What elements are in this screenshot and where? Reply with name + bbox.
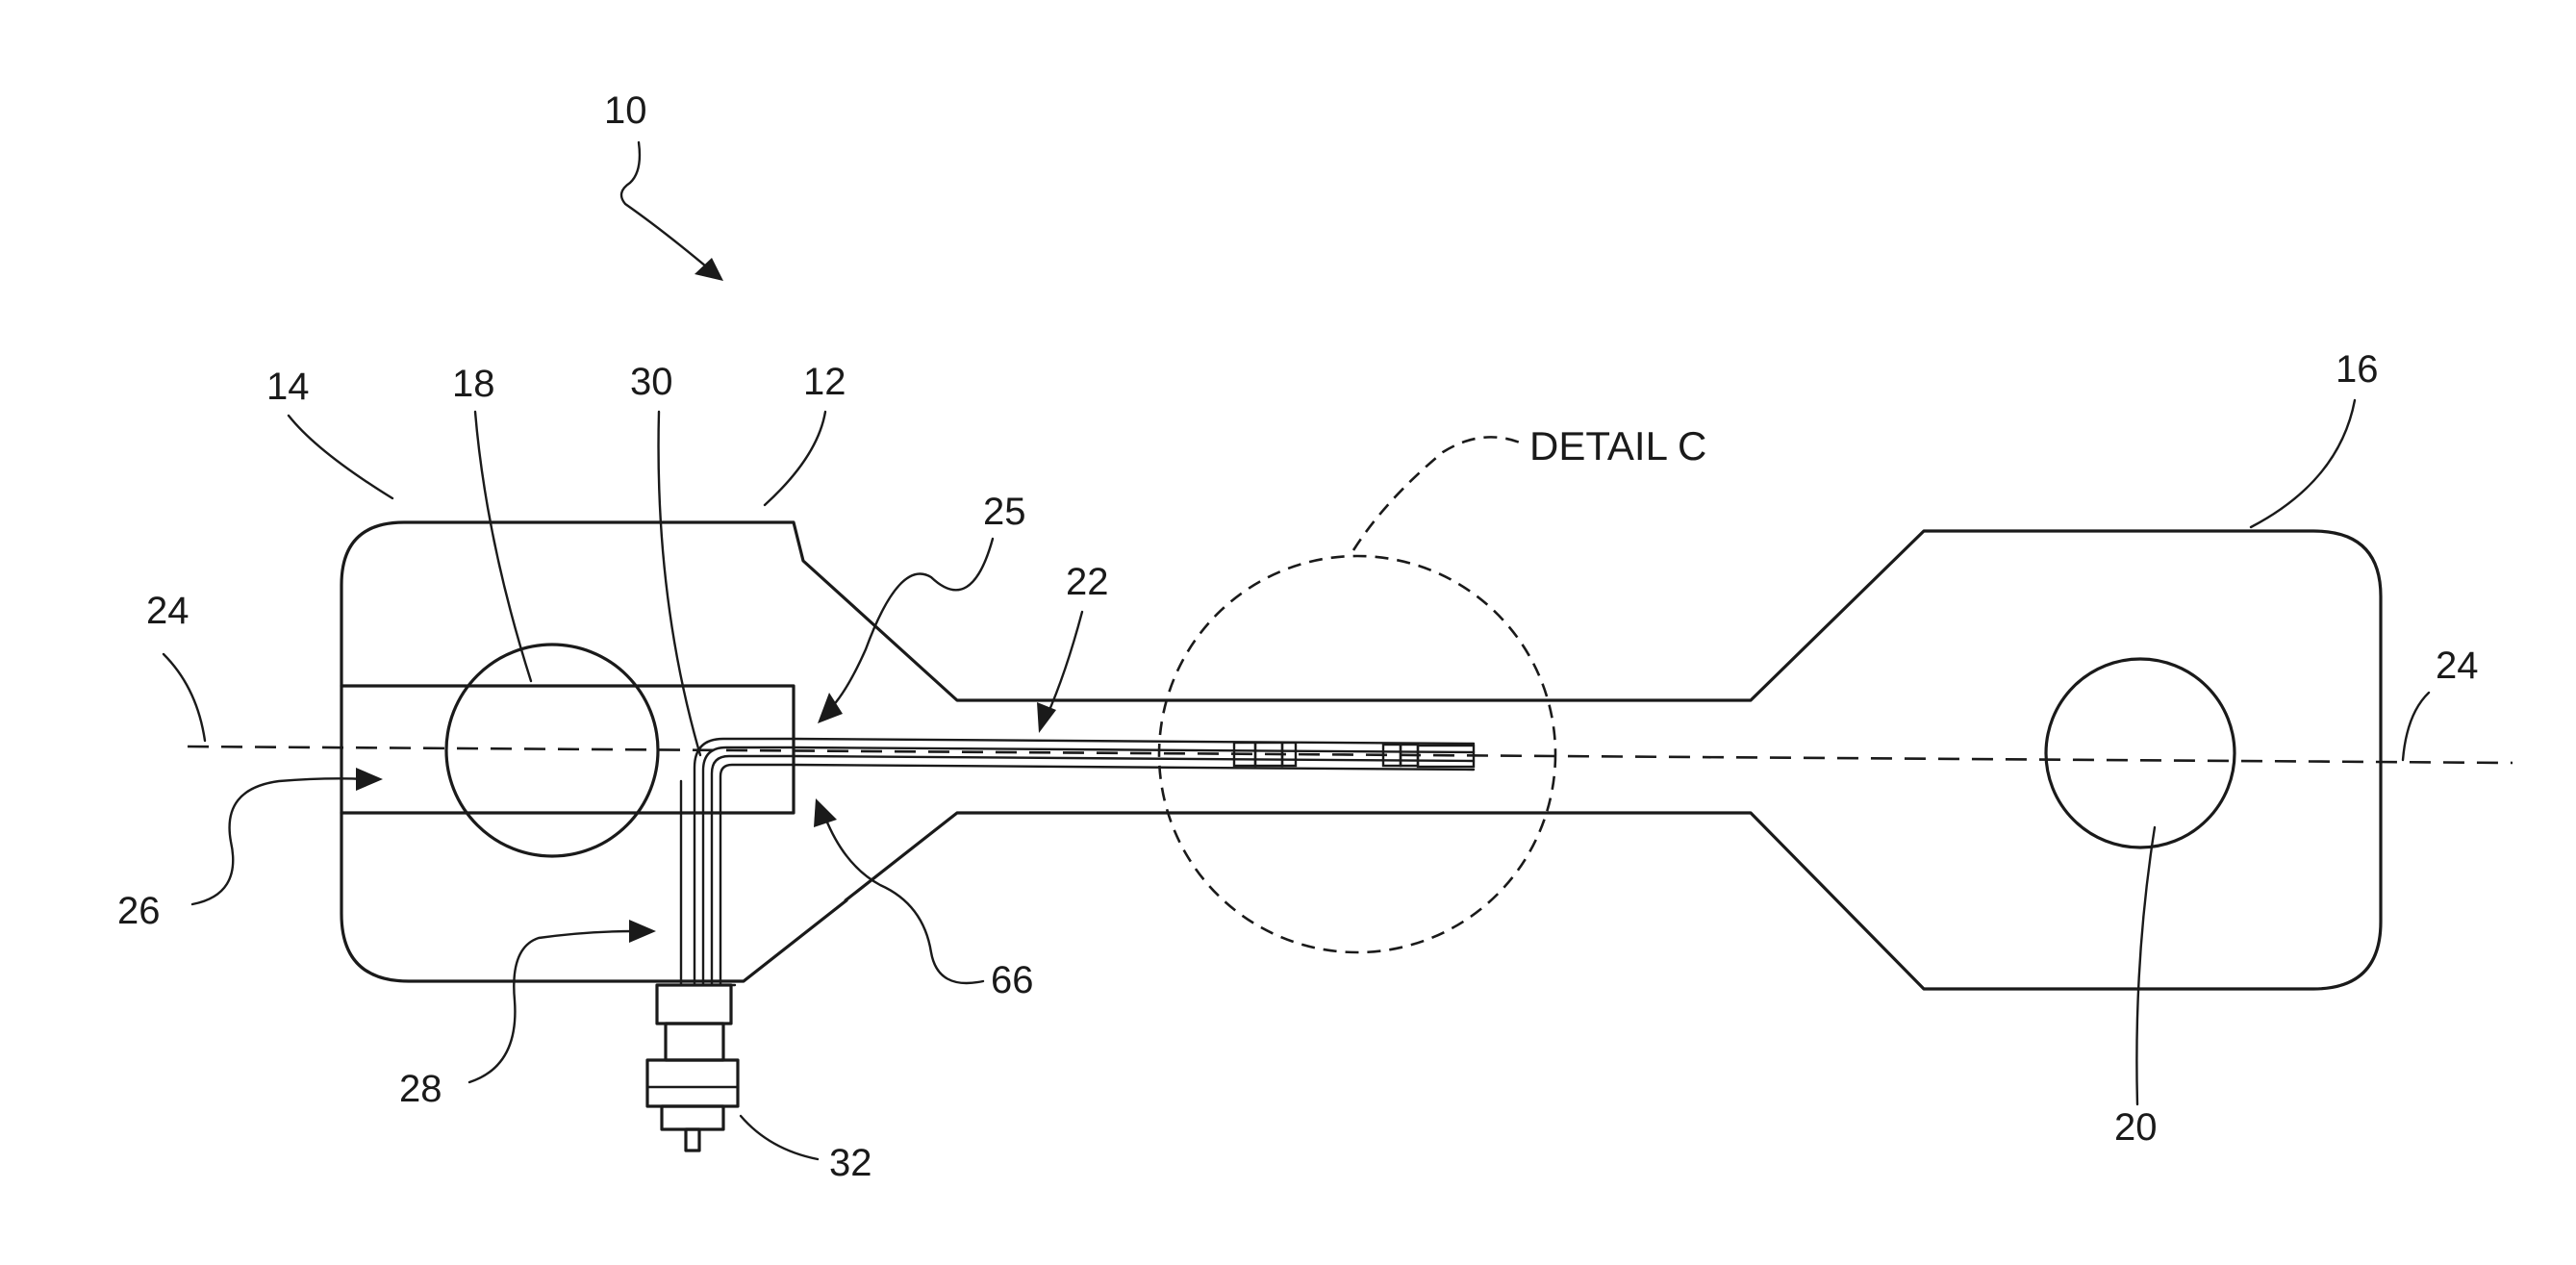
arrowhead-66 [814, 798, 837, 827]
leader-20 [2136, 827, 2155, 1104]
body-outline [341, 522, 2381, 989]
leader-12 [765, 412, 825, 505]
label-25: 25 [983, 491, 1026, 533]
label-20: 20 [2114, 1106, 2158, 1149]
label-66: 66 [991, 959, 1034, 1001]
bore-20 [2046, 659, 2235, 848]
label-16: 16 [2336, 348, 2379, 391]
label-24-right: 24 [2436, 645, 2479, 687]
label-14: 14 [266, 366, 310, 408]
label-30: 30 [630, 361, 673, 403]
label-detail-c: DETAIL C [1529, 423, 1706, 468]
lead-28-30 [681, 739, 794, 985]
label-10: 10 [604, 89, 647, 132]
leader-30 [659, 412, 700, 755]
label-12: 12 [803, 361, 846, 403]
leader-18 [475, 412, 531, 681]
arrowhead-22 [1037, 702, 1056, 733]
label-26: 26 [117, 890, 161, 932]
leader-26 [192, 778, 366, 904]
label-18: 18 [452, 363, 495, 405]
leader-32 [741, 1116, 818, 1159]
label-32: 32 [829, 1142, 872, 1184]
connector-32 [647, 985, 738, 1151]
label-22: 22 [1066, 561, 1109, 603]
detail-c-leader [1353, 437, 1520, 550]
leader-66 [825, 818, 983, 983]
label-24-left: 24 [146, 590, 189, 632]
leader-16 [2251, 400, 2355, 527]
leader-10 [621, 142, 712, 271]
leader-25 [829, 539, 993, 710]
leader-28 [469, 931, 635, 1082]
arrowhead-28 [629, 920, 656, 943]
leader-14 [289, 416, 392, 498]
leader-24-left [164, 654, 205, 741]
label-28: 28 [399, 1068, 442, 1110]
leader-24-right [2403, 693, 2429, 760]
arrowhead-26 [356, 768, 383, 791]
